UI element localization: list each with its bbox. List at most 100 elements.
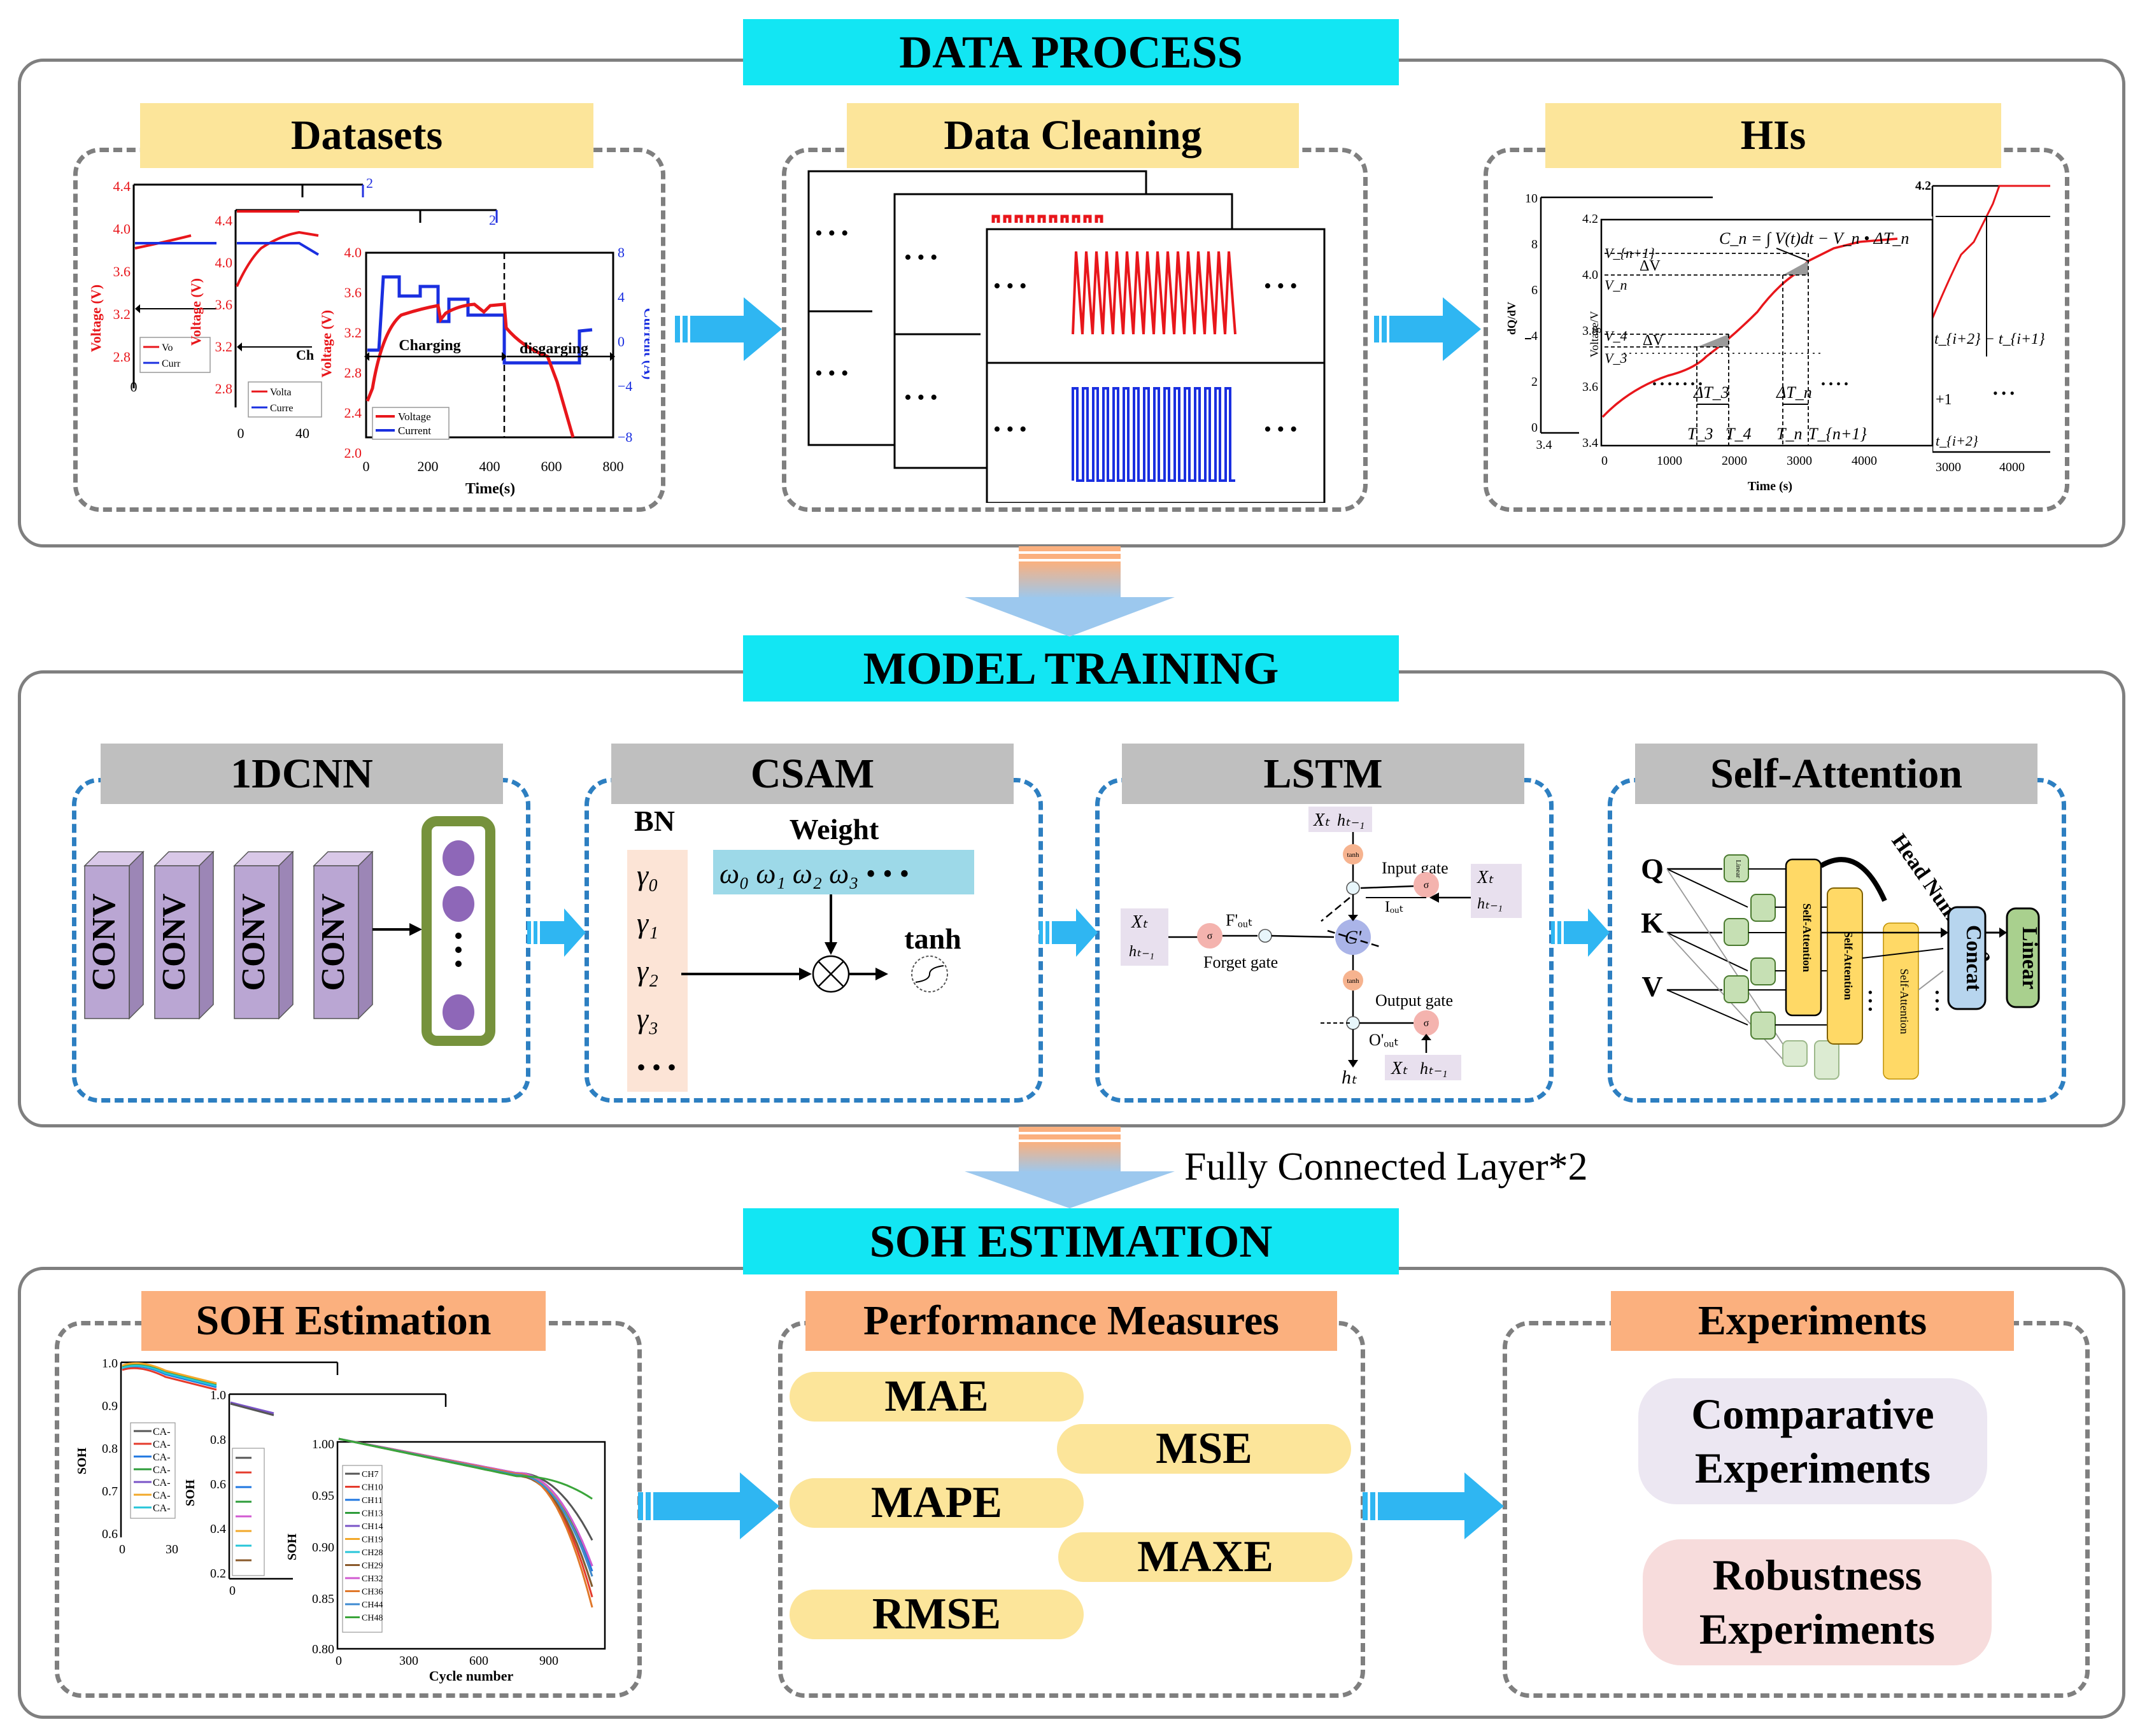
tick: 2.8 (113, 349, 131, 365)
tick: 0 (336, 1654, 342, 1668)
cnn-title: 1DCNN (101, 744, 503, 804)
tick: 40 (295, 425, 309, 441)
tick: 2.4 (344, 405, 362, 421)
conv-label: CONV (236, 893, 272, 991)
conv-block: CONV (153, 850, 215, 1020)
cell-label: C' (1345, 927, 1362, 948)
tick: 300 (399, 1654, 418, 1668)
tick: 3.6 (113, 264, 131, 279)
cell-state (1335, 919, 1371, 955)
k-label: K (1641, 907, 1664, 939)
ellipsis: • • • (1929, 990, 1945, 1012)
tick: 3.4 (1582, 436, 1598, 450)
tick: 2.8 (215, 381, 233, 397)
tick: 4.0 (113, 221, 131, 237)
tick: 8 (1531, 237, 1538, 251)
linear-label: Linear (2018, 927, 2041, 989)
legend-label: CH11 (362, 1496, 383, 1506)
metric-rmse: RMSE (790, 1590, 1084, 1639)
two-label: 2 (366, 175, 373, 191)
legend-label: CH29 (362, 1562, 383, 1571)
legend-voltage: Voltage (398, 411, 431, 423)
self-attention-diagram: Q K V Linear Self-Attention Self-Attenti… (1641, 829, 2041, 1080)
tick: 0 (119, 1542, 125, 1556)
tick: 200 (418, 458, 439, 474)
tick: 0.90 (312, 1541, 334, 1555)
discharging-label: disgarging (520, 341, 588, 357)
metric-mse: MSE (1057, 1424, 1351, 1474)
tick: 3.4 (1536, 438, 1552, 452)
bn-label: BN (634, 805, 675, 837)
tick: 600 (469, 1654, 488, 1668)
lstm-h-out: hₜ (1342, 1067, 1357, 1088)
lstm-title: LSTM (1122, 744, 1524, 804)
lstm-x: Xₜ (1477, 868, 1494, 887)
his-label: V_4 (1605, 328, 1627, 344)
lstm-h: hₜ₋₁ (1420, 1059, 1447, 1078)
red-pulse-strip (991, 215, 1103, 223)
tick: 0.8 (102, 1442, 118, 1456)
tick: 4 (1531, 329, 1538, 343)
lstm-h: hₜ₋₁ (1477, 896, 1503, 912)
ellipsis: • • • (1264, 418, 1298, 441)
tick: 3.6 (215, 297, 233, 313)
soh-estimation-subtitle: SOH Estimation (141, 1291, 546, 1351)
axis-label: Voltage (V) (188, 278, 204, 346)
down-arrow-icon (965, 546, 1175, 637)
tanh-label: tanh (1347, 977, 1359, 985)
axis-label: SOH (76, 1447, 89, 1474)
tick: 0.9 (102, 1399, 118, 1413)
tick: 4000 (1852, 454, 1877, 468)
lstm-diagram: Xₜ hₜ₋₁ tanh Input gate σ Xₜ hₜ₋₁ Iₒᵤₜ C… (1121, 807, 1522, 1088)
his-illustration: 10 8 6 4 2 0 3.4 dQ/dV 4.2 3000 4000 t_{… (1505, 179, 2053, 493)
output-gate-label: Output gate (1375, 991, 1453, 1010)
tick: 4.4 (215, 213, 233, 229)
self-attention-title: Self-Attention (1635, 744, 2037, 804)
input-gate-label: Input gate (1382, 859, 1449, 877)
ellipsis: • • • • (1821, 378, 1848, 392)
axis-label: Cycle number (429, 1668, 514, 1684)
tick: 3.2 (344, 325, 362, 341)
axis-label: Time (s) (1748, 479, 1792, 493)
legend-label: CH44 (362, 1600, 383, 1610)
his-title: HIs (1545, 103, 2001, 168)
tick: 3.6 (344, 285, 362, 300)
legend-label: CA- (153, 1439, 171, 1450)
conv-block: CONV (233, 850, 294, 1020)
tick: 3.2 (113, 306, 131, 322)
tick: 0 (1531, 421, 1538, 435)
legend-label: CA- (153, 1452, 171, 1463)
axis-label: SOH (285, 1533, 299, 1560)
tick: 4.2 (1582, 212, 1598, 226)
tick: 400 (479, 458, 500, 474)
legend-label: CH28 (362, 1548, 383, 1558)
conv-block: CONV (313, 850, 374, 1020)
tick: 0 (237, 425, 244, 441)
axis-label: dQ/dV (1505, 302, 1518, 335)
comparative-experiments: Comparative Experiments (1638, 1378, 1987, 1504)
lstm-h: hₜ₋₁ (1337, 811, 1364, 829)
ellipsis: • • • • • • • (1652, 378, 1703, 392)
axis-label: SOH (183, 1479, 197, 1506)
tick: −8 (618, 429, 632, 445)
tick: 3.8 (1582, 324, 1598, 338)
red-signal (1072, 251, 1237, 335)
legend-label: CA- (153, 1490, 171, 1501)
metric-mape: MAPE (790, 1478, 1084, 1528)
v-label: V (1641, 970, 1662, 1003)
conv-label: CONV (315, 893, 351, 991)
legend-label: CH7 (362, 1470, 378, 1479)
his-label: T_4 (1725, 425, 1751, 443)
robustness-experiments: Robustness Experiments (1643, 1539, 1992, 1665)
tick: 800 (603, 458, 624, 474)
legend-label: CH10 (362, 1483, 383, 1493)
right-arrow-icon (675, 297, 782, 361)
legend-label: CH13 (362, 1509, 383, 1519)
tick: 1000 (1657, 454, 1682, 468)
cnn-diagram: CONV CONV CONV CONV (83, 816, 495, 1046)
tick: 8 (618, 244, 625, 260)
data-cleaning-title: Data Cleaning (847, 103, 1299, 168)
soh-estimation-title: SOH ESTIMATION (743, 1208, 1399, 1274)
blue-signal (1072, 387, 1235, 482)
axis-label: Voltage/V (1588, 311, 1601, 358)
